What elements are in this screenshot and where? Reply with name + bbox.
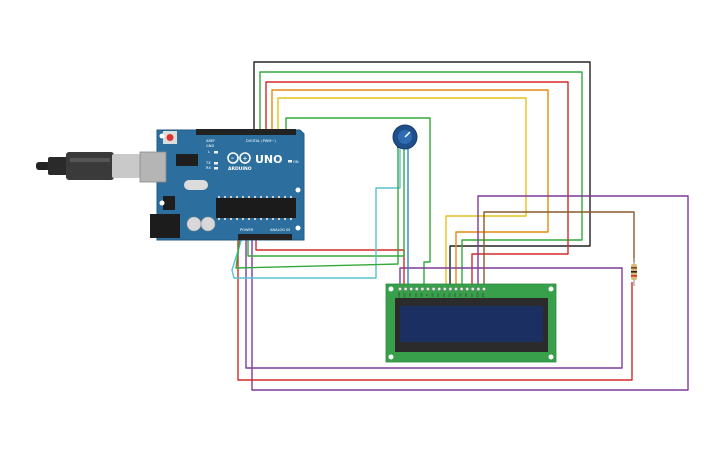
lcd-pin-label: D6 <box>464 293 468 297</box>
led-rx <box>214 167 218 170</box>
gnd-label: GND <box>206 144 214 148</box>
lcd-pin[interactable] <box>482 287 486 291</box>
arduino-uno-board[interactable]: – + UNO ARDUINO DIGITAL (PWM~) AREF GND … <box>139 129 305 241</box>
wire-green-gnd[interactable] <box>235 148 399 269</box>
wire-yellow[interactable] <box>277 97 527 290</box>
crystal <box>184 180 208 190</box>
tx-label: TX <box>205 161 211 165</box>
wire-purple-outer[interactable] <box>251 195 689 391</box>
lcd-pin[interactable] <box>431 287 436 291</box>
lcd-pin[interactable] <box>403 287 408 291</box>
svg-text:–: – <box>231 155 234 162</box>
rx-label: RX <box>206 166 211 170</box>
l-label: L <box>208 150 210 154</box>
led-on <box>288 160 292 163</box>
power-label: POWER <box>240 228 254 232</box>
usb-port <box>139 151 167 183</box>
led-l <box>214 151 218 154</box>
wire-green-pot[interactable] <box>247 148 405 257</box>
lcd-pin-label: D0 <box>431 293 435 297</box>
led-tx <box>214 162 218 165</box>
wire-red-power[interactable] <box>255 238 405 290</box>
lcd-pin-label: D4 <box>453 293 457 297</box>
lcd-pin-label: D3 <box>447 293 451 297</box>
analog-label: ANALOG IN <box>270 228 290 232</box>
lcd-pin[interactable] <box>465 287 470 291</box>
aref-label: AREF <box>206 139 215 143</box>
lcd-pin[interactable] <box>442 287 447 291</box>
lcd-pin-label: D2 <box>442 293 446 297</box>
wire-brown[interactable] <box>483 211 635 290</box>
lcd-pin[interactable] <box>454 287 458 291</box>
resistor-icon[interactable] <box>631 258 637 286</box>
wire-green-inner[interactable] <box>285 117 431 290</box>
microcontroller-chip <box>216 198 296 218</box>
digital-header <box>196 129 296 135</box>
on-label: ON <box>293 160 299 164</box>
wire-black[interactable] <box>253 61 591 290</box>
lcd-pin-label: GND <box>397 292 401 298</box>
lcd-pin[interactable] <box>448 287 453 291</box>
lcd-pin[interactable] <box>426 287 430 291</box>
lcd-pin-label: D1 <box>436 293 440 297</box>
arduino-logo-icon <box>227 152 251 164</box>
lcd-pin-label: V0 <box>408 293 412 297</box>
lcd-pin-label: LED+ <box>475 291 479 298</box>
wires <box>231 61 689 391</box>
lcd-pin[interactable] <box>437 287 442 291</box>
lcd-pin-label: RW <box>419 293 423 297</box>
regulator <box>163 196 175 210</box>
wire-red-lower[interactable] <box>237 238 633 381</box>
lcd-pin[interactable] <box>459 287 464 291</box>
wire-orange[interactable] <box>271 89 549 290</box>
lcd-pin-label: LED- <box>481 291 485 298</box>
lcd-pin-label: D5 <box>459 293 463 297</box>
capacitor-1 <box>186 216 202 232</box>
board-brand-label: ARDUINO <box>228 166 252 172</box>
wire-green-top[interactable] <box>259 71 583 290</box>
lcd-pin-label: E <box>425 294 429 296</box>
dc-jack <box>150 214 180 238</box>
lcd-pin-label: RS <box>414 293 418 297</box>
lcd-screen <box>400 306 543 342</box>
potentiometer-icon[interactable] <box>392 124 418 150</box>
lcd-pin[interactable] <box>398 287 402 291</box>
lcd-pin-row <box>398 287 486 291</box>
lcd-pin-label: VCC <box>403 292 407 298</box>
lcd-pin[interactable] <box>409 287 414 291</box>
wire-teal[interactable] <box>231 148 401 279</box>
power-header <box>238 234 292 240</box>
capacitor-2 <box>200 216 216 232</box>
svg-text:+: + <box>243 156 248 163</box>
chip-pins <box>218 196 292 220</box>
board-model-label: UNO <box>255 153 283 166</box>
lcd-pin[interactable] <box>420 287 425 291</box>
lcd-pin-label: D7 <box>470 293 474 297</box>
lcd-pin[interactable] <box>476 287 481 291</box>
wire-red-top[interactable] <box>265 81 569 290</box>
lcd-pin[interactable] <box>470 287 475 291</box>
wire-purple-mid[interactable] <box>245 238 623 369</box>
digital-label: DIGITAL (PWM~) <box>246 139 276 143</box>
lcd-pin[interactable] <box>414 287 419 291</box>
